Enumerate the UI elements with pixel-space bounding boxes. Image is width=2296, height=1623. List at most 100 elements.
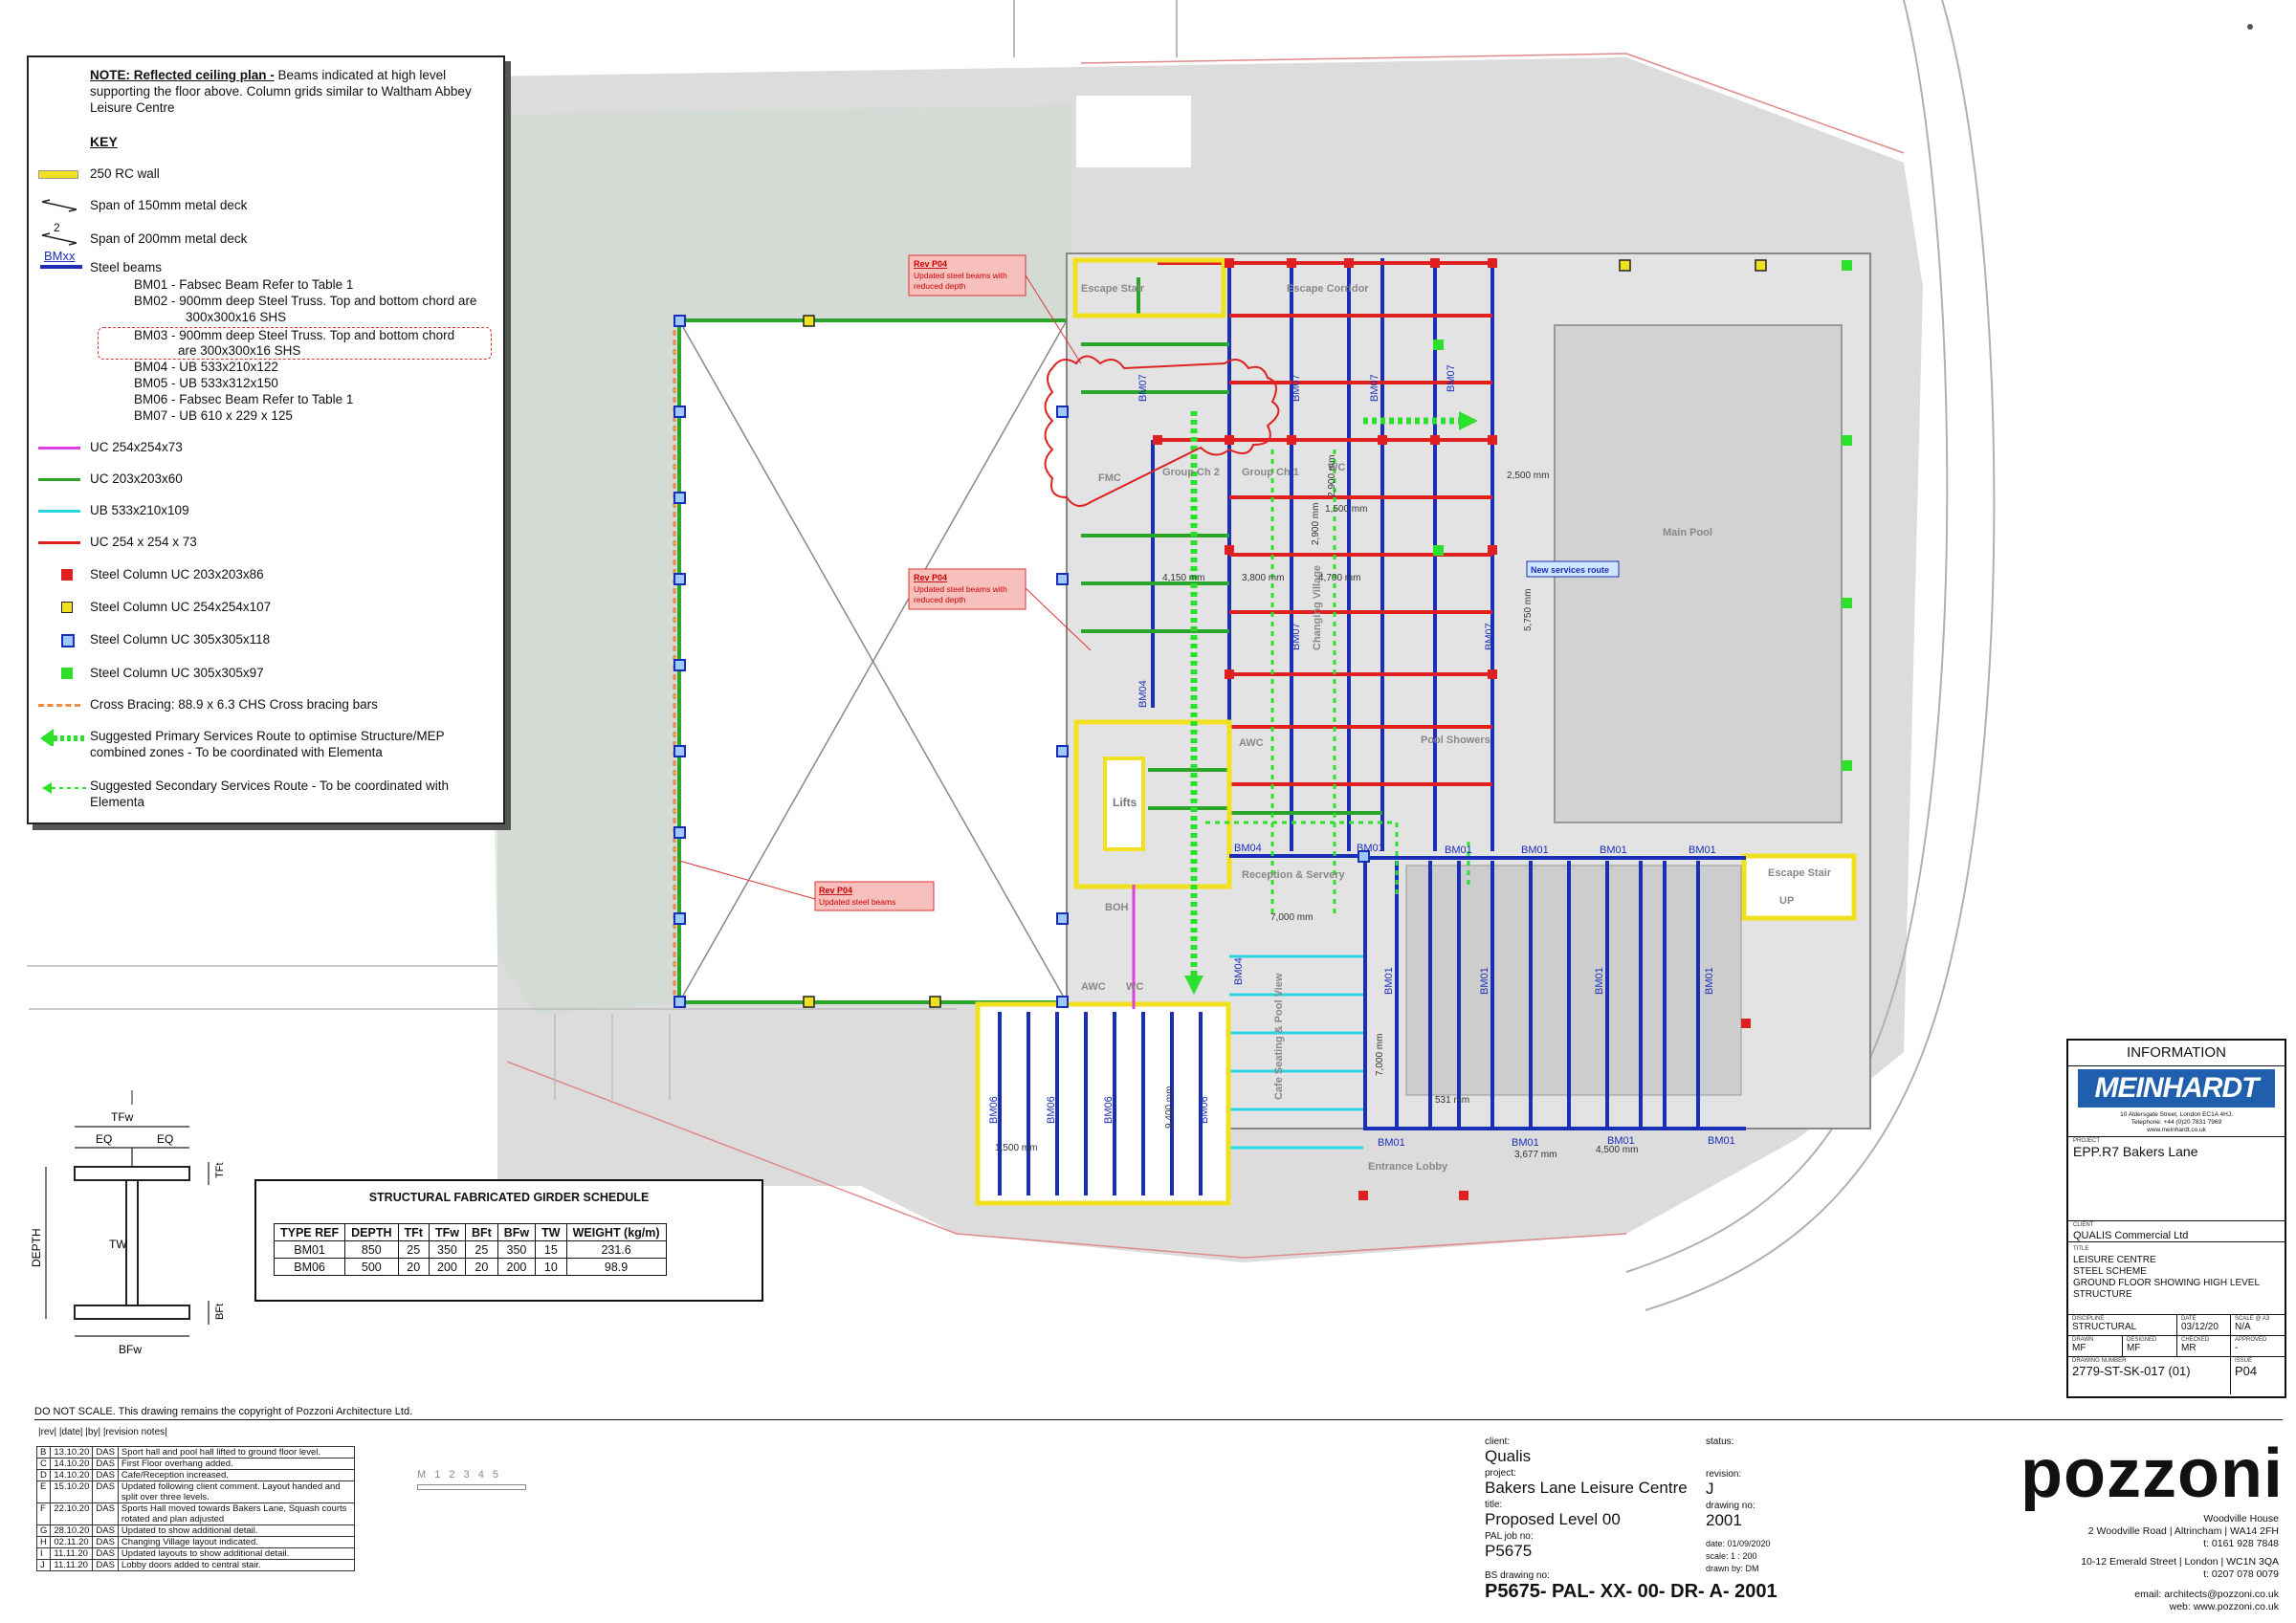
dim-label: 1,500 mm <box>995 1143 1037 1153</box>
room-label: UP <box>1779 895 1794 907</box>
legend-uc254: UC 254x254x73 <box>29 438 497 457</box>
dim-label: 9,400 mm <box>1164 1086 1175 1129</box>
bottom-roads <box>29 1008 957 1100</box>
road-line <box>1013 0 1178 57</box>
room-label: Group Ch 2 <box>1162 467 1220 478</box>
info-heading: INFORMATION <box>2068 1041 2285 1066</box>
schedule-header: TYPE REF <box>273 1223 346 1241</box>
legend-bm03b: are 300x300x16 SHS <box>178 343 301 358</box>
beam-label: BM07 <box>1369 374 1380 402</box>
information-block: INFORMATION MEINHARDT 10 Aldersgate Stre… <box>2066 1039 2286 1398</box>
girder-section-diagram: TFw EQ EQ TFt DEPTH TW BFt BFw <box>30 1090 226 1356</box>
dim-label: 4,150 mm <box>1162 573 1204 583</box>
beam-label: BM01 <box>1357 843 1384 854</box>
legend-bracing: Cross Bracing: 88.9 x 6.3 CHS Cross brac… <box>29 695 497 714</box>
section-tft: TFt <box>214 1163 226 1179</box>
legend-bm01: BM01 - Fabsec Beam Refer to Table 1 <box>134 277 354 292</box>
primary-route <box>1190 411 1459 985</box>
beam-grid-bm06 <box>998 1012 1203 1195</box>
beam-label: BM06 <box>1103 1096 1115 1124</box>
legend-bm02b: 300x300x16 SHS <box>186 310 287 324</box>
svg-text:Updated steel beams: Updated steel beams <box>819 897 895 907</box>
info-approved: APPROVED- <box>2231 1335 2285 1356</box>
room-label: Escape Stair <box>1768 867 1832 879</box>
scale-bar: M 1 2 3 4 5 <box>417 1469 502 1480</box>
legend-bm07: BM07 - UB 610 x 229 x 125 <box>134 408 293 423</box>
svg-text:reduced depth: reduced depth <box>914 595 966 604</box>
company-address: 10 Aldersgate Street, London EC1A 4HJ.Te… <box>2120 1111 2233 1133</box>
beam-label: BM01 <box>1383 967 1395 995</box>
section-depth: DEPTH <box>30 1228 43 1267</box>
room-label: Cafe Seating & Pool View <box>1273 973 1285 1100</box>
beam-label: BM04 <box>1137 680 1149 708</box>
beam-label: BM01 <box>1607 1135 1635 1147</box>
beam-label: BM01 <box>1600 844 1627 856</box>
room-label: WC <box>1126 981 1143 993</box>
core-box <box>1073 719 1232 889</box>
legend-deck150: Span of 150mm metal deck <box>29 196 497 215</box>
boundary-line <box>1080 53 1905 154</box>
legend-bm05: BM05 - UB 533x312x150 <box>134 376 278 390</box>
columns-blue <box>673 315 1370 1008</box>
beam-label: BM07 <box>1291 623 1302 650</box>
beam-label: BM07 <box>1291 374 1302 402</box>
tb-status: status: <box>1706 1437 1734 1447</box>
beam-label: BM04 <box>1234 843 1262 854</box>
columns-red <box>1153 258 1751 1200</box>
legend-bm03a: BM03 - 900mm deep Steel Truss. Top and b… <box>134 328 455 342</box>
cafe-beams <box>1229 954 1363 1150</box>
legend-uc254b: UC 254 x 254 x 73 <box>29 533 497 552</box>
beam-label: BM06 <box>1199 1096 1210 1124</box>
legend-col305a: Steel Column UC 305x305x118 <box>29 630 497 649</box>
bm06-zone <box>975 1001 1231 1206</box>
legend-ub533: UB 533x210x109 <box>29 501 497 520</box>
beam-label: BM06 <box>1046 1096 1057 1124</box>
road-edge <box>1625 0 1949 1273</box>
footer-divider <box>34 1419 2283 1420</box>
beam-label: BM07 <box>1137 374 1149 402</box>
boundary-line-2 <box>506 1061 1627 1259</box>
tb-pal-job: PAL job no:P5675 <box>1485 1531 1534 1560</box>
room-label: BOH <box>1105 902 1129 913</box>
room-label: Lifts <box>1113 796 1137 809</box>
beam-label: BM01 <box>1521 844 1549 856</box>
beam-grid-bm01 <box>1229 854 1746 1130</box>
bm03-highlight <box>98 327 492 360</box>
schedule-header: TW <box>535 1223 567 1241</box>
legend-bm04: BM04 - UB 533x210x122 <box>134 360 278 374</box>
schedule-header: BFt <box>464 1223 498 1241</box>
legend-bm06: BM06 - Fabsec Beam Refer to Table 1 <box>134 392 354 406</box>
beam-label: BM01 <box>1689 844 1716 856</box>
schedule-table: TYPE REF DEPTH TFt TFw BFt BFw TW WEIGHT… <box>273 1223 667 1276</box>
svg-text:Updated steel beams with: Updated steel beams with <box>914 584 1007 594</box>
schedule-header: TFw <box>428 1223 466 1241</box>
rev-note-2: Rev P04 Updated steel beams with reduced… <box>908 568 1092 651</box>
svg-text:New services route: New services route <box>1531 565 1609 575</box>
room-label: WC <box>1328 462 1345 473</box>
room-label: AWC <box>1081 981 1106 993</box>
columns-green <box>1433 260 1852 771</box>
rev-note-1: Rev P04 Updated steel beams with reduced… <box>908 254 1082 364</box>
legend-deck200: Span of 200mm metal deck <box>29 230 497 249</box>
svg-text:Updated steel beams with: Updated steel beams with <box>914 271 1007 280</box>
dim-label: 4,700 mm <box>1318 573 1360 583</box>
beam-label: BM01 <box>1445 844 1472 856</box>
room-label: FMC <box>1098 472 1121 484</box>
schedule-header: BFw <box>497 1223 537 1241</box>
beam-label: BM06 <box>988 1096 1000 1124</box>
rev-note-3: Rev P04 Updated steel beams <box>678 860 935 911</box>
scale-bar-line <box>417 1484 526 1490</box>
legend-col305b: Steel Column UC 305x305x97 <box>29 664 497 683</box>
